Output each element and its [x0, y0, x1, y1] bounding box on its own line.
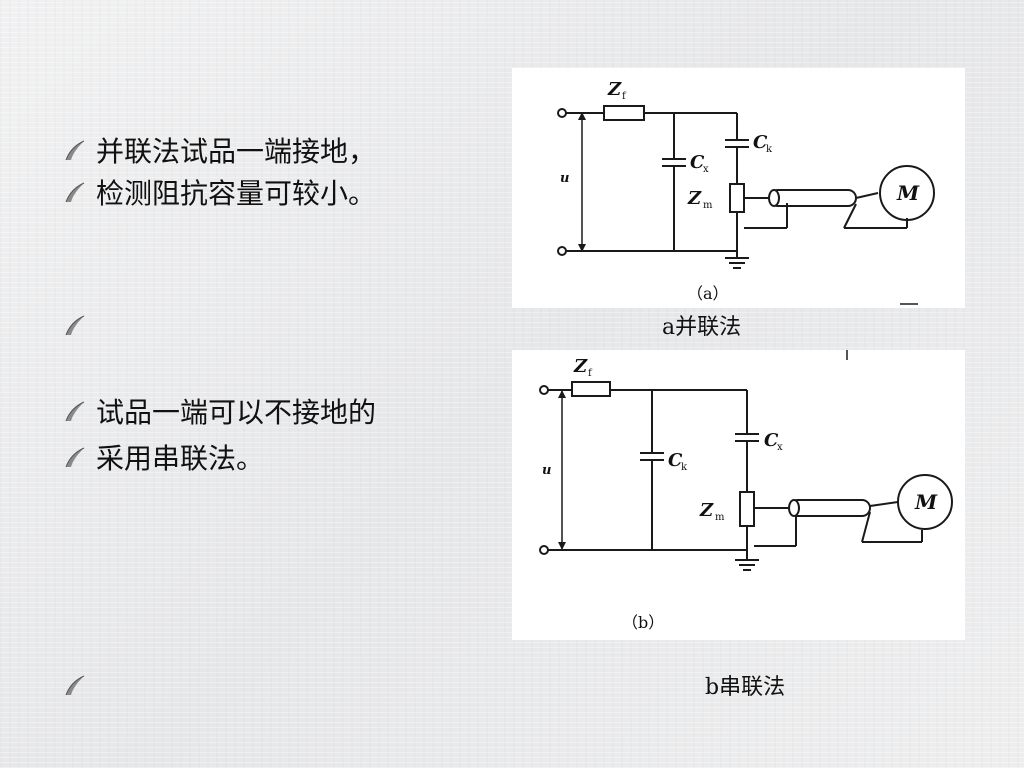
bullet-item: 检测阻抗容量可较小。	[62, 172, 376, 212]
input-terminal-top	[539, 385, 549, 395]
bullet-item: 试品一端可以不接地的	[62, 391, 376, 431]
bullet-text: 试品一端可以不接地的	[96, 396, 377, 429]
bullet-item: 采用串联法。	[62, 437, 264, 477]
bullet-arrow-icon	[65, 447, 85, 468]
caption-parallel: a并联法	[662, 315, 742, 340]
bullet-arrow-icon	[65, 140, 85, 161]
label-cx: C	[764, 430, 779, 451]
motor-circle	[897, 474, 953, 530]
caption-series: b串联法	[705, 675, 786, 700]
label-zm: Z	[687, 188, 702, 209]
resistor-zm	[729, 183, 745, 213]
motor-circle	[879, 165, 935, 221]
bullet-item-empty	[62, 305, 96, 345]
bullet-item-empty	[62, 665, 96, 705]
circuit-diagram-parallel: Z f C k C x Z m u M （a）	[512, 68, 965, 308]
label-cx: C	[690, 152, 705, 173]
circuit-diagram-series: Z f C k C x Z m u M （b）	[512, 350, 965, 640]
label-u: u	[542, 463, 551, 478]
bullet-arrow-icon	[65, 401, 85, 422]
resistor-zf	[603, 105, 645, 121]
label-zf-sub: f	[622, 91, 627, 102]
panel-label-b: （b）	[622, 613, 664, 632]
label-ck: C	[753, 132, 768, 153]
signal-cable	[769, 189, 857, 207]
label-cx-sub: x	[777, 442, 783, 453]
label-u: u	[560, 171, 569, 186]
bullet-text: 采用串联法。	[96, 442, 265, 475]
bullet-text: 并联法试品一端接地，	[96, 135, 377, 168]
label-cx-sub: x	[703, 164, 709, 175]
panel-label-a: （a）	[687, 284, 729, 303]
label-ck-sub: k	[766, 144, 773, 155]
input-terminal-bottom	[557, 246, 567, 256]
label-motor: M	[914, 490, 938, 514]
label-zm-sub: m	[703, 200, 713, 211]
label-zm-sub: m	[715, 512, 725, 523]
label-zf-sub: f	[588, 368, 593, 379]
resistor-zf	[571, 381, 611, 397]
input-terminal-bottom	[539, 545, 549, 555]
bullet-text: 检测阻抗容量可较小。	[96, 177, 377, 210]
edge-mark	[846, 350, 848, 360]
label-zf: Z	[607, 79, 622, 100]
bullet-item: 并联法试品一端接地，	[62, 130, 376, 170]
bullet-arrow-icon	[65, 315, 85, 336]
bullet-arrow-icon	[65, 182, 85, 203]
label-ck: C	[668, 450, 683, 471]
signal-cable	[789, 499, 871, 517]
input-terminal-top	[557, 108, 567, 118]
resistor-zm	[739, 491, 755, 527]
edge-mark	[900, 303, 918, 305]
label-ck-sub: k	[681, 462, 688, 473]
label-zm: Z	[699, 500, 714, 521]
label-zf: Z	[573, 356, 588, 377]
label-motor: M	[896, 181, 920, 205]
bullet-arrow-icon	[65, 675, 85, 696]
